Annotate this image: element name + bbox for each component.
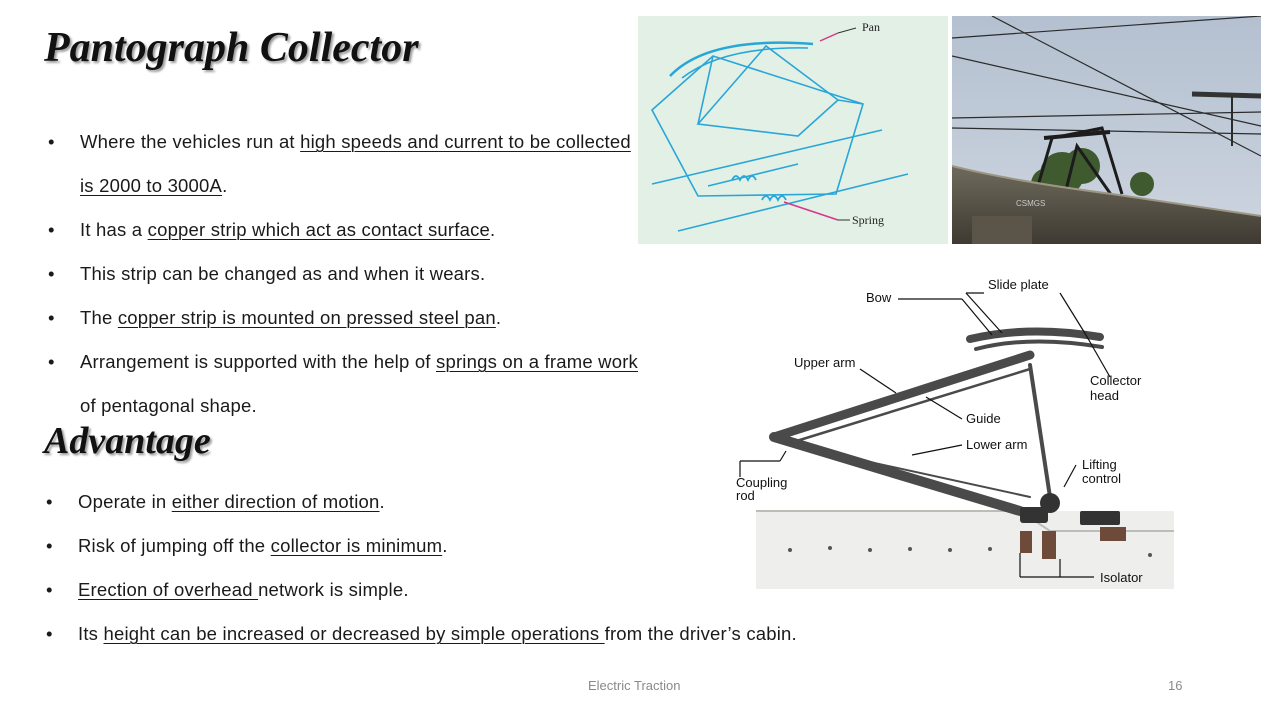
underlined-text: collector is minimum: [270, 535, 443, 556]
bullet-text: .: [490, 219, 496, 240]
coupling-rod-label-line2: rod: [736, 488, 755, 503]
underlined-text: high speeds and current to be collected …: [80, 131, 631, 196]
footer-title: Electric Traction: [588, 678, 681, 693]
bullet-text: The: [80, 307, 118, 328]
spring-label: Spring: [852, 213, 884, 227]
bullet-item: Risk of jumping off the collector is min…: [46, 524, 978, 568]
slide-title: Pantograph Collector: [44, 25, 419, 71]
bullet-text: Risk of jumping off the: [78, 535, 271, 556]
bullet-item: Its height can be increased or decreased…: [46, 612, 978, 656]
bullet-item: This strip can be changed as and when it…: [48, 252, 640, 296]
advantage-bullet-list: Operate in either direction of motion.Ri…: [46, 480, 978, 656]
bullet-text: It has a: [80, 219, 148, 240]
bullet-text: Operate in: [78, 491, 172, 512]
bullet-item: Where the vehicles run at high speeds an…: [48, 120, 640, 208]
underlined-text: copper strip which act as contact surfac…: [147, 219, 491, 240]
bow-label: Bow: [866, 290, 892, 305]
bullet-item: Arrangement is supported with the help o…: [48, 340, 640, 428]
labeled-pantograph-figure: Bow Slide plate Upper arm Collector head…: [730, 265, 1190, 595]
upper-arm-label: Upper arm: [794, 355, 855, 370]
main-bullet-list: Where the vehicles run at high speeds an…: [48, 120, 640, 428]
bullet-item: Operate in either direction of motion.: [46, 480, 978, 524]
collector-head-label-line1: Collector: [1090, 373, 1142, 388]
guide-label: Guide: [966, 411, 1001, 426]
advantage-heading: Advantage: [44, 420, 211, 462]
bullet-text: Arrangement is supported with the help o…: [80, 351, 436, 372]
bullet-item: Erection of overhead network is simple.: [46, 568, 978, 612]
underlined-text: height can be increased or decreased by …: [103, 623, 605, 644]
bullet-text: .: [222, 175, 228, 196]
bullet-text: .: [495, 307, 502, 328]
underlined-text: copper strip is mounted on pressed steel…: [117, 307, 496, 328]
underlined-text: springs on a frame work: [436, 351, 639, 372]
lifting-control-label-line2: control: [1082, 471, 1121, 486]
pan-label: Pan: [862, 20, 880, 34]
pantograph-photo: CSMGS: [951, 15, 1262, 244]
bullet-text: network is simple.: [258, 579, 409, 600]
lifting-control-label-line1: Lifting: [1082, 457, 1117, 472]
lower-arm-label: Lower arm: [966, 437, 1027, 452]
underlined-text: Erection of overhead: [78, 579, 259, 600]
collector-head-label-line2: head: [1090, 388, 1119, 403]
bullet-text: of pentagonal shape.: [80, 395, 257, 416]
coupling-rod-label-line1: Coupling: [736, 475, 787, 490]
bullet-text: Its: [78, 623, 104, 644]
bullet-item: It has a copper strip which act as conta…: [48, 208, 640, 252]
underlined-text: either direction of motion: [171, 491, 380, 512]
bullet-item: The copper strip is mounted on pressed s…: [48, 296, 640, 340]
slide-plate-label: Slide plate: [988, 277, 1049, 292]
bullet-text: Where the vehicles run at: [80, 131, 301, 152]
bullet-text: This strip can be changed as and when it…: [80, 263, 486, 284]
photo-watermark: CSMGS: [1016, 199, 1045, 208]
page-number: 16: [1168, 678, 1183, 693]
bullet-text: .: [442, 535, 448, 556]
bullet-text: from the driver’s cabin.: [604, 623, 797, 644]
bullet-text: .: [379, 491, 385, 512]
pantograph-diagram: Pan Spring: [638, 16, 948, 244]
isolator-label: Isolator: [1100, 570, 1143, 585]
